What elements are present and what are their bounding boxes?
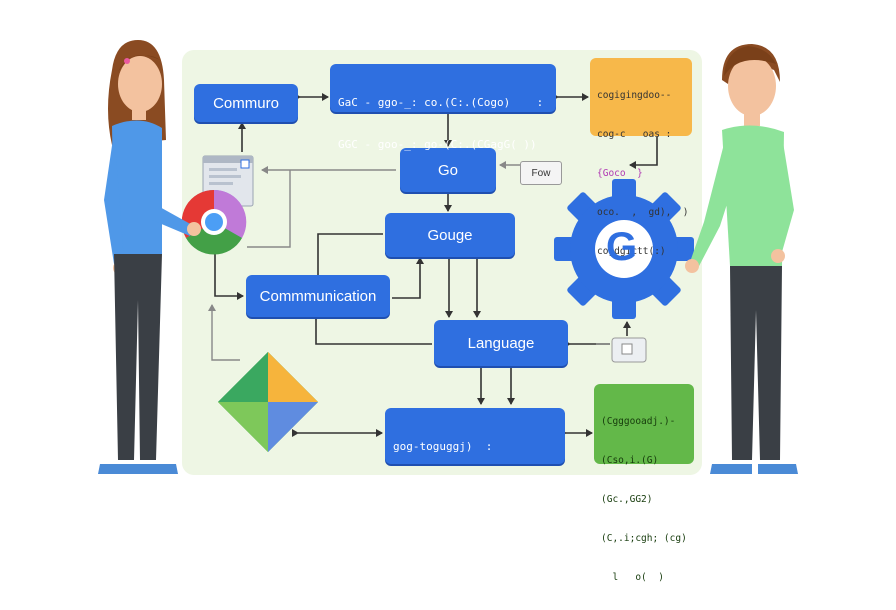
code-note-yellow: cogigingdoo-- cog-c oas : {Goco } oco. ,… bbox=[590, 58, 692, 257]
triangle-graphic bbox=[218, 352, 318, 452]
note-line: {Goco } bbox=[597, 168, 643, 179]
code-node-bottom: gog-toguggj) : GoL-loogodoc)) cog-ingogg… bbox=[385, 408, 565, 537]
diagram-canvas bbox=[98, 40, 798, 475]
node-go: Go bbox=[400, 148, 496, 192]
chrome-circle-icon bbox=[181, 189, 247, 255]
node-commuro-label: Commuro bbox=[213, 94, 279, 112]
person-left-illustration bbox=[98, 40, 201, 474]
tag-fow-label: Fow bbox=[531, 167, 551, 179]
note-line: (Cgggooadj.)- bbox=[601, 416, 676, 427]
node-communication: Commmunication bbox=[246, 275, 390, 317]
note-line: cogigingdoo-- bbox=[597, 90, 672, 101]
diagram-stage: Commuro Go Gouge Commmunication Language… bbox=[98, 40, 798, 583]
gear-letter: G bbox=[606, 225, 638, 269]
note-line: oco. , gd), ) bbox=[597, 207, 689, 218]
code-line: GaC - ggo-_: co.(C:.(Cogo) : bbox=[338, 96, 544, 109]
note-line: (Gc.,GG2) bbox=[601, 494, 653, 505]
node-commuro: Commuro bbox=[194, 84, 298, 122]
code-line: GGC - goo-_: go-(C:.(CGagG( )) bbox=[338, 138, 537, 151]
note-line: cogdgictt(:) bbox=[597, 246, 666, 257]
node-go-label: Go bbox=[437, 161, 458, 179]
note-line: l o( ) bbox=[601, 572, 664, 583]
node-gouge: Gouge bbox=[385, 213, 515, 257]
person-right-illustration bbox=[685, 44, 798, 474]
node-language: Language bbox=[434, 320, 568, 366]
code-line: cog-ingogganglj) bbox=[393, 524, 499, 537]
note-line: (Cso,i.(G) bbox=[601, 455, 659, 466]
code-line: gog-toguggj) : bbox=[393, 440, 493, 453]
diagram-panel bbox=[182, 50, 702, 475]
node-language-label: Language bbox=[467, 334, 535, 352]
code-node-top: GaC - ggo-_: co.(C:.(Cogo) : GGC - goo-_… bbox=[330, 64, 556, 151]
code-line: GoL-loogodoc)) bbox=[393, 482, 486, 495]
node-gouge-label: Gouge bbox=[427, 226, 473, 244]
node-communication-label: Commmunication bbox=[259, 287, 377, 305]
note-line: cog-c oas : bbox=[597, 129, 672, 140]
note-line: (C,.i;cgh; (cg) bbox=[601, 533, 687, 544]
connectors bbox=[214, 93, 658, 437]
gear-icon bbox=[554, 179, 694, 319]
code-note-green: (Cgggooadj.)- (Cso,i.(G) (Gc.,GG2) (C,.i… bbox=[594, 384, 694, 583]
tag-fow: Fow bbox=[520, 161, 562, 185]
